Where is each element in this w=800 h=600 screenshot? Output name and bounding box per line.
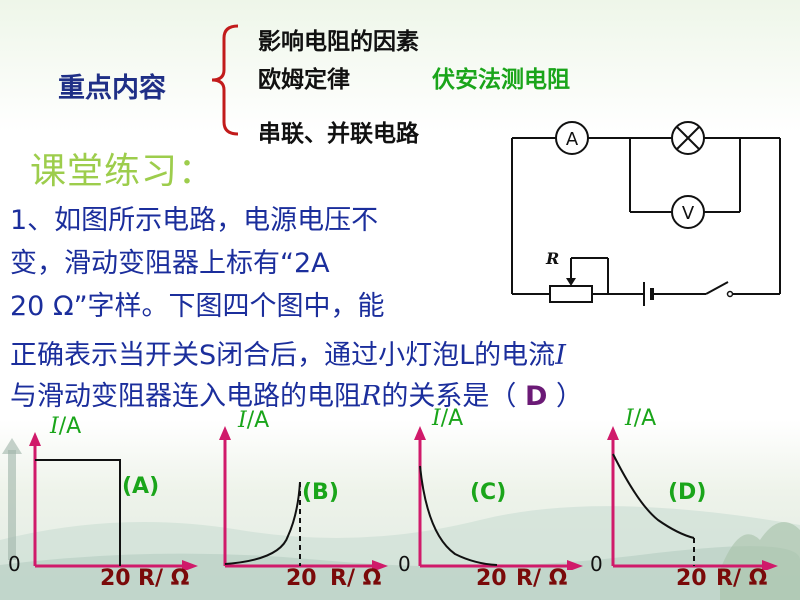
header-item-series-parallel: 串联、并联电路 <box>258 121 419 147</box>
question-line-3: 20 Ω”字样。下图四个图中，能 <box>10 291 385 322</box>
graph-d <box>607 426 778 570</box>
graph-a-y-var: I <box>50 414 59 439</box>
close-paren: ） <box>547 381 583 412</box>
graph-b-label: (B) <box>302 480 339 505</box>
graph-c-label: (C) <box>470 480 507 505</box>
graph-c-y-axis-label: I/A <box>432 406 463 431</box>
graph-a-origin: 0 <box>8 552 21 576</box>
resistance-variable: R <box>361 381 382 412</box>
graph-c-y-var: I <box>432 406 441 431</box>
graph-d-x-axis-label: R/ Ω <box>716 566 768 591</box>
graph-b-x-tick: 20 <box>286 566 317 591</box>
ammeter-label: A <box>566 129 579 150</box>
header-item-ohms-law: 欧姆定律 <box>258 67 350 93</box>
graph-c-x-axis-label: R/ Ω <box>516 566 568 591</box>
rheostat-label: R <box>545 249 559 268</box>
graph-b-x-axis-label: R/ Ω <box>330 566 382 591</box>
question-line-4-text: 正确表示当开关S闭合后，通过小灯泡L的电流 <box>10 340 556 371</box>
graph-b-y-unit: /A <box>246 408 270 433</box>
graph-c-origin: 0 <box>398 552 411 576</box>
practice-title: 课堂练习： <box>30 151 216 192</box>
graph-d-y-unit: /A <box>633 406 657 431</box>
graph-c-x-tick: 20 <box>476 566 507 591</box>
graph-b-y-var: I <box>238 408 247 433</box>
graph-c-y-unit: /A <box>440 406 464 431</box>
voltmeter-label: V <box>682 203 695 224</box>
answer: D <box>524 381 548 412</box>
graph-a <box>29 432 198 570</box>
current-variable: I <box>555 340 566 371</box>
header-item-voltammetry: 伏安法测电阻 <box>432 67 570 93</box>
graph-d-y-var: I <box>625 406 634 431</box>
graph-a-x-tick: 20 <box>100 566 131 591</box>
question-line-2: 变，滑动变阻器上标有“2A <box>10 248 330 279</box>
curly-brace <box>211 24 239 136</box>
question-line-4: 正确表示当开关S闭合后，通过小灯泡L的电流I <box>10 333 566 372</box>
question-line-5: 与滑动变阻器连入电路的电阻R的关系是（ D ） <box>10 374 583 413</box>
key-content-label: 重点内容 <box>58 73 166 104</box>
graph-c <box>414 426 583 570</box>
background-scenery <box>0 438 800 600</box>
graph-a-x-axis-label: R/ Ω <box>138 566 190 591</box>
graph-d-label: (D) <box>668 480 707 505</box>
graph-d-x-tick: 20 <box>676 566 707 591</box>
circuit-diagram: A V R <box>511 121 781 306</box>
graph-a-label: (A) <box>122 474 160 499</box>
question-line-5-text: 与滑动变阻器连入电路的电阻 <box>10 381 361 412</box>
graph-a-y-axis-label: I/A <box>50 414 81 439</box>
question-line-5-suffix: 的关系是（ <box>381 381 525 412</box>
graph-d-y-axis-label: I/A <box>625 406 656 431</box>
question-line-1: 1、如图所示电路，电源电压不 <box>10 205 379 236</box>
graph-a-y-unit: /A <box>58 414 82 439</box>
graph-d-origin: 0 <box>590 552 603 576</box>
graph-b-y-axis-label: I/A <box>238 408 269 433</box>
header-item-resistance-factors: 影响电阻的因素 <box>258 29 419 55</box>
graph-b <box>219 426 388 570</box>
